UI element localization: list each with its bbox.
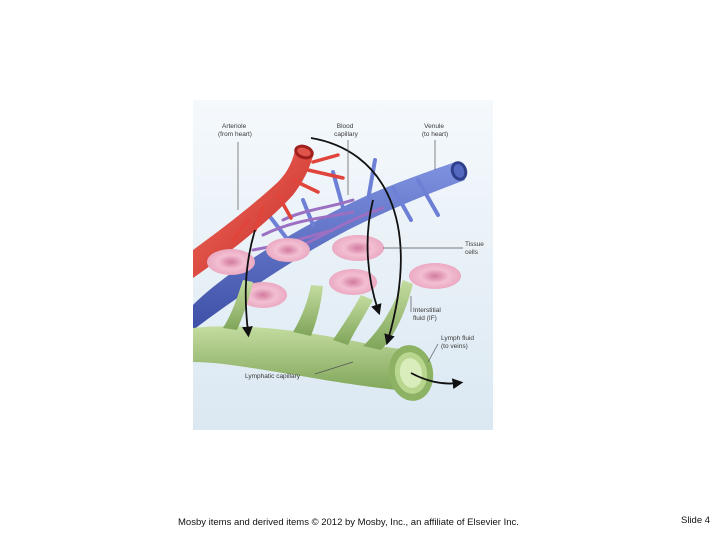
- flow-arrow: [310, 137, 402, 346]
- label-lymph-fluid: Lymph fluid (to veins): [441, 335, 476, 350]
- slide-number: Slide 4: [681, 515, 711, 526]
- flow-arrow: [242, 229, 256, 338]
- label-venule: Venule (to heart): [422, 123, 448, 138]
- flow-arrows: [242, 137, 464, 390]
- tissue-cells: [207, 235, 461, 308]
- tissue-cell: [332, 235, 384, 261]
- label-tissue-cells: Tissue cells: [465, 241, 486, 256]
- label-blood-capillary: Blood capillary: [334, 123, 359, 138]
- tissue-cell: [266, 238, 310, 262]
- tissue-cell: [409, 263, 461, 289]
- tissue-cell: [207, 249, 255, 275]
- flow-arrow: [366, 199, 382, 316]
- venule-vessel: [193, 158, 468, 330]
- label-lymphatic-capillary: Lymphatic capillary: [245, 373, 301, 380]
- tissue-cell: [329, 269, 377, 295]
- label-arteriole: Arteriole (from heart): [218, 123, 252, 138]
- label-interstitial-fluid: Interstitial fluid (IF): [413, 307, 443, 322]
- leader-lines: [237, 140, 463, 375]
- copyright-footer: Mosby items and derived items © 2012 by …: [178, 517, 519, 528]
- flow-arrow: [410, 372, 464, 390]
- lymphatic-capillary-diagram: Arteriole (from heart) Blood capillary V…: [193, 100, 493, 430]
- arteriole-vessel: [193, 144, 345, 278]
- diagram-svg: Arteriole (from heart) Blood capillary V…: [193, 100, 493, 430]
